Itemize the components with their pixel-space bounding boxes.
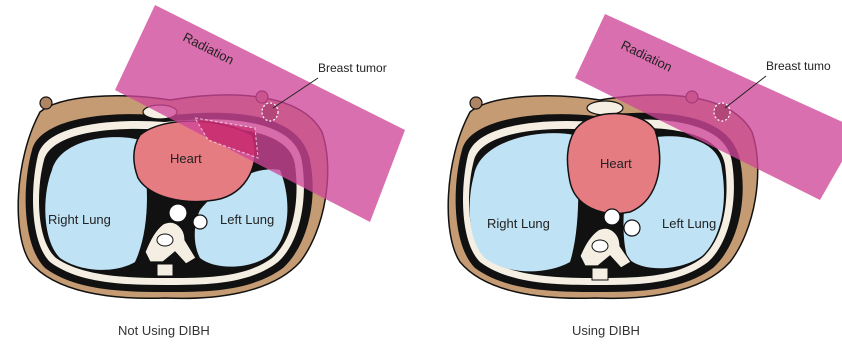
caption-using-dibh: Using DIBH xyxy=(572,323,640,338)
right-lung xyxy=(45,137,147,270)
nipple-right xyxy=(40,97,52,109)
left-lung-label: Left Lung xyxy=(662,216,716,231)
panel-using-dibh: Radiation Breast tumo Heart Right Lung L… xyxy=(448,14,842,298)
nipple-right xyxy=(470,97,482,109)
heart-label: Heart xyxy=(600,156,632,171)
caption-not-using-dibh: Not Using DIBH xyxy=(118,323,210,338)
heart-label: Heart xyxy=(170,151,202,166)
panel-not-using-dibh: Radiation Breast tumor Heart Right Lung … xyxy=(18,5,405,298)
left-lung-label: Left Lung xyxy=(220,212,274,227)
tumor-label: Breast tumor xyxy=(318,61,387,75)
right-lung-label: Right Lung xyxy=(48,212,111,227)
right-lung-label: Right Lung xyxy=(487,216,550,231)
tumor-label: Breast tumo xyxy=(766,59,831,73)
